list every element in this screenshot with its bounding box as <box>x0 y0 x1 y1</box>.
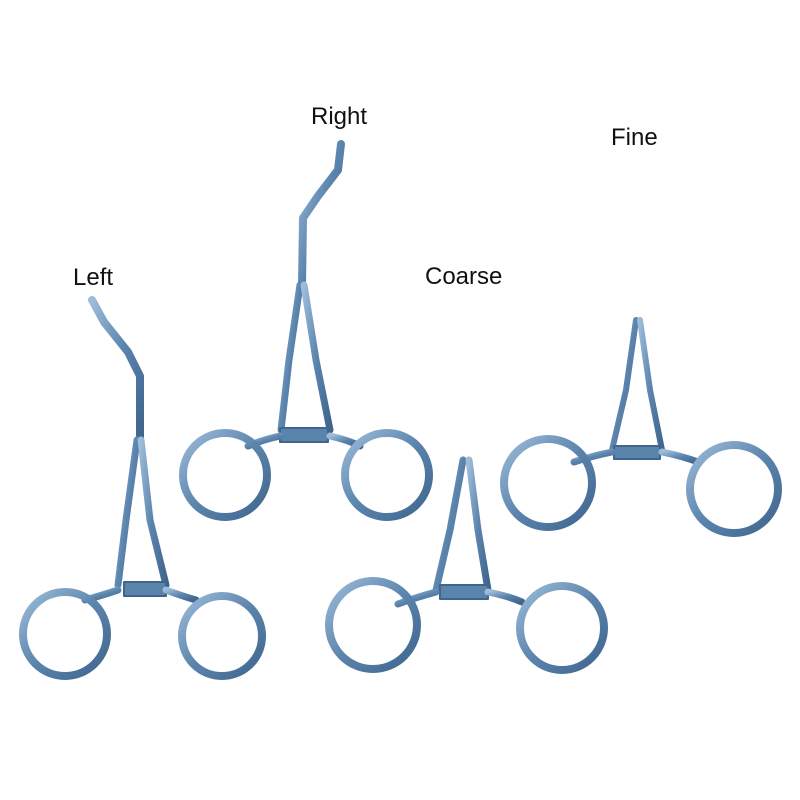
curved-left-forceps-icon <box>19 296 266 680</box>
straight-fine-forceps-icon <box>500 157 782 537</box>
label-coarse: Coarse <box>425 263 503 290</box>
straight-coarse-forceps-icon <box>325 293 608 674</box>
label-right: Right <box>311 103 368 130</box>
curved-right-forceps-icon <box>179 140 433 521</box>
label-left: Left <box>73 264 114 291</box>
label-fine: Fine <box>611 124 658 151</box>
